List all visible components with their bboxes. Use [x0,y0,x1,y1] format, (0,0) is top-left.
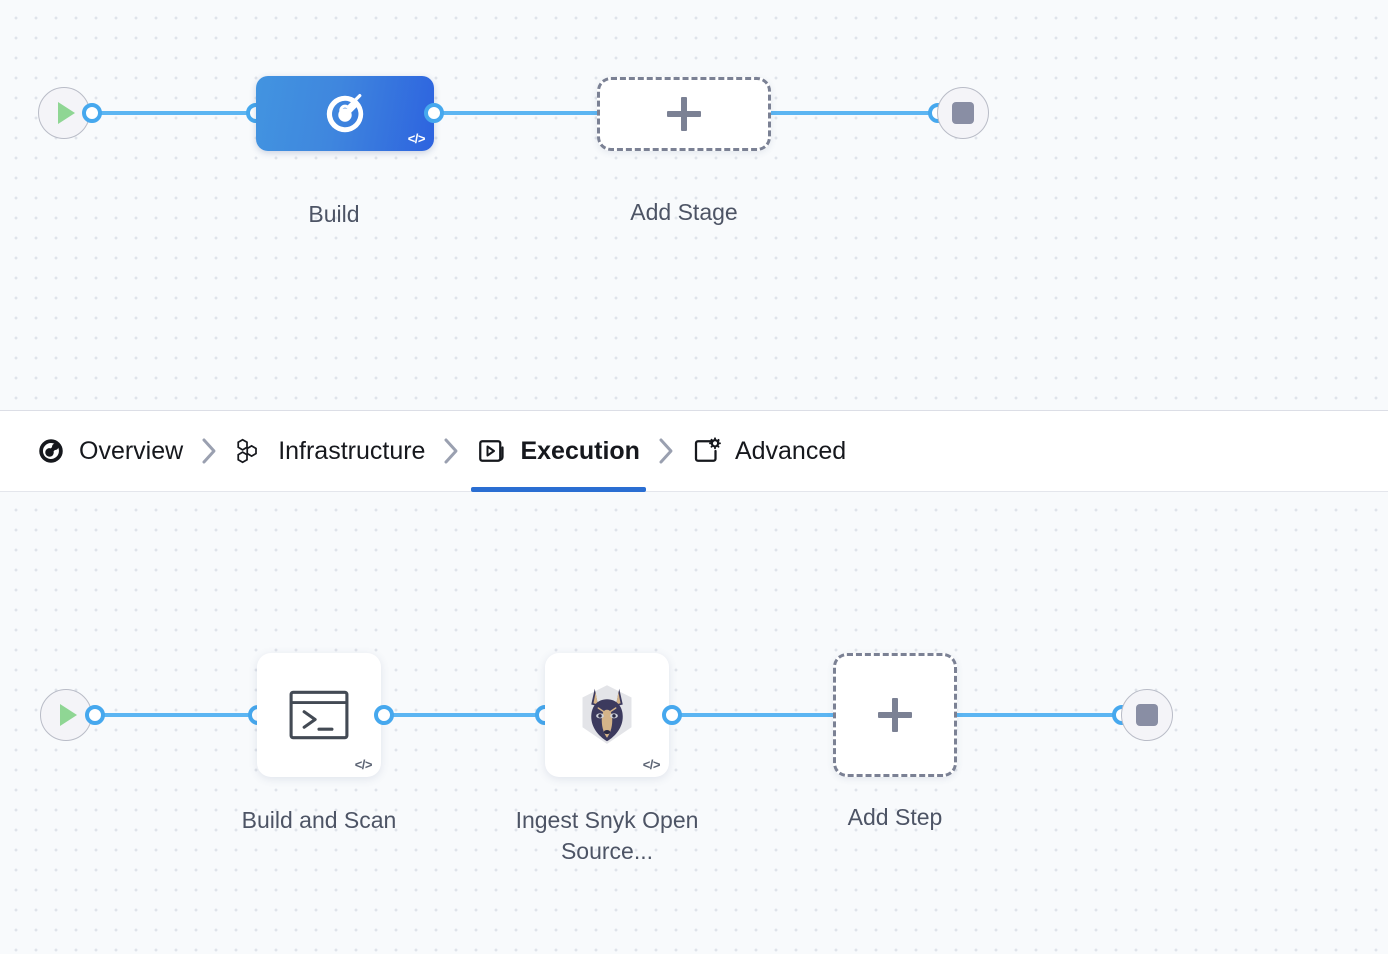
step-connector-dot[interactable] [662,705,682,725]
plus-icon [667,97,701,131]
pipeline-start-node[interactable] [38,87,90,139]
step-start-node[interactable] [40,689,92,741]
snyk-doberman-icon [582,685,632,744]
step-label-ingest-snyk: Ingest Snyk Open Source... [515,807,699,865]
stop-icon [952,102,974,124]
tab-label: Execution [520,436,640,465]
step-end-node[interactable] [1121,689,1173,741]
stage-wire-2 [424,111,614,115]
stop-icon [1136,704,1158,726]
tab-label: Advanced [734,436,847,465]
code-badge: </> [642,757,661,772]
step-wire-3 [662,713,844,717]
stage-label-build: Build [308,201,360,227]
stage-connector-dot[interactable] [424,103,444,123]
step-node-build-and-scan[interactable]: </> [257,653,381,777]
play-icon [57,102,75,124]
step-label-build-and-scan: Build and Scan [241,807,397,833]
overview-circle-icon [39,439,63,463]
play-box-icon [479,440,505,462]
stage-wire-3 [758,111,950,115]
terminal-icon [289,690,349,740]
step-connector-dot[interactable] [374,705,394,725]
stage-connector-dot[interactable] [82,103,102,123]
hexagon-cluster-icon [237,438,258,464]
stage-node-build[interactable]: </> [256,76,434,151]
add-step-label: Add Step [847,804,943,830]
play-icon [59,704,77,726]
chevron-right-icon [431,435,471,467]
tab-overview[interactable]: Overview [30,410,189,492]
add-stage-label: Add Stage [630,199,738,225]
step-connector-dot[interactable] [85,705,105,725]
tab-execution[interactable]: Execution [471,410,646,492]
tab-active-underline [471,487,646,492]
step-canvas[interactable]: </> Build and Scan </> [0,492,1388,954]
stage-wire-1 [86,111,268,115]
gear-box-icon [694,437,721,462]
step-node-ingest-snyk[interactable]: </> [545,653,669,777]
step-wire-2 [374,713,554,717]
step-wire-1 [90,713,270,717]
code-badge: </> [354,757,373,772]
plus-icon [878,698,912,732]
pipeline-end-node[interactable] [937,87,989,139]
tab-infrastructure[interactable]: Infrastructure [229,410,431,492]
stage-canvas[interactable]: </> Build Add Stage [0,0,1388,410]
chevron-right-icon [646,435,686,467]
stage-config-tabbar: Overview Infrastructure [0,410,1388,492]
add-stage-button[interactable] [597,77,771,151]
build-ci-icon [326,93,364,132]
tab-label: Infrastructure [278,436,426,465]
code-badge: </> [407,131,426,146]
tab-label: Overview [79,436,184,465]
add-step-button[interactable] [833,653,957,777]
tab-advanced[interactable]: Advanced [686,410,852,492]
chevron-right-icon [189,435,229,467]
step-wire-4 [950,713,1132,717]
